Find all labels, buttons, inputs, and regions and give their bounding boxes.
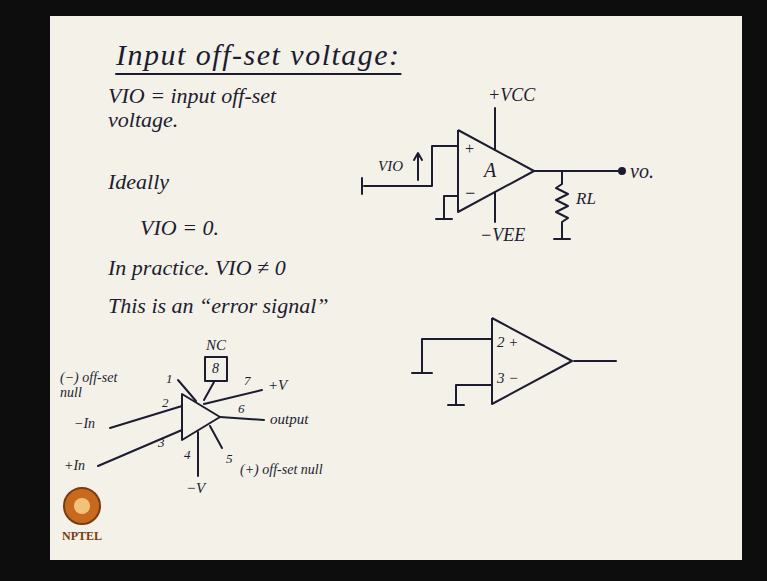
pin-box	[205, 357, 227, 381]
ground-symbol	[436, 218, 452, 220]
pin-label: (−) off-set null	[60, 370, 138, 401]
pin-number: 5	[226, 452, 233, 466]
ground-symbol	[554, 238, 570, 240]
pin-wire	[204, 382, 214, 400]
ground-symbol	[361, 178, 363, 194]
note-text: Ideally	[108, 170, 169, 194]
input-wire	[456, 385, 492, 404]
logo-mark	[74, 498, 90, 514]
pin-number: 2	[162, 396, 169, 410]
opamp-outline	[492, 318, 572, 404]
title-underline	[116, 73, 401, 75]
pin-wire	[98, 430, 182, 466]
pin-label: −In	[74, 416, 95, 431]
pin-number: 7	[244, 374, 251, 388]
opamp-outline	[458, 130, 534, 212]
signal-label: VIO	[378, 158, 403, 175]
pin-number: 8	[212, 361, 219, 376]
output-wire	[574, 360, 616, 362]
supply-wire	[494, 108, 496, 150]
pin-label: +V	[268, 377, 287, 394]
pin-wire	[110, 406, 182, 428]
opamp-terminal-label: −	[464, 184, 476, 204]
page-title: Input off-set voltage:	[116, 38, 401, 71]
input-wire	[422, 339, 492, 372]
pin-number: 3	[158, 436, 165, 450]
output-dot	[619, 168, 625, 174]
arrow-head	[414, 153, 422, 160]
supply-wire	[494, 192, 496, 222]
output-wire	[534, 170, 620, 172]
input-wire	[444, 196, 458, 218]
pin-number: 6	[238, 402, 245, 416]
input-wire	[364, 146, 458, 186]
pin-wire	[210, 426, 222, 448]
opamp-triangle: 2 + 3 −	[490, 316, 574, 406]
opamp-terminal-label: A	[484, 159, 496, 181]
note-text: This is an “error signal”	[108, 294, 328, 318]
pin-wire	[197, 432, 199, 476]
opamp-outline	[490, 316, 574, 406]
opamp-triangle: + −A	[456, 128, 536, 214]
pin-label: +In	[64, 458, 85, 473]
pin-label: NC	[206, 337, 226, 354]
ground-symbol	[448, 404, 464, 406]
logo-mark	[64, 488, 100, 524]
pin-wire	[204, 390, 262, 404]
opamp-terminal-label: +	[464, 140, 475, 158]
pin-wire	[220, 417, 264, 420]
pin-label: −V	[186, 480, 205, 497]
voltage-arrow	[417, 154, 419, 180]
note-text: VIO = 0.	[140, 216, 219, 240]
supply-label: +VCC	[488, 86, 535, 106]
pin-label: (+) off-set null	[240, 462, 332, 477]
logo-text: NPTEL	[62, 530, 102, 543]
pin-label: output	[270, 411, 308, 428]
pin-wire	[178, 380, 196, 401]
pin-number: 4	[184, 448, 191, 462]
supply-label: −VEE	[480, 226, 525, 246]
signal-label: vo.	[630, 160, 654, 182]
opamp-terminal-label: 3 −	[497, 370, 518, 387]
ground-symbol	[412, 372, 432, 374]
resistor-symbol	[556, 171, 568, 238]
note-text: VIO = input off-set voltage.	[108, 84, 323, 132]
pin-number: 1	[166, 372, 173, 386]
note-text: In practice. VIO ≠ 0	[108, 256, 286, 280]
opamp-terminal-label: 2 +	[497, 334, 518, 351]
part-label: RL	[576, 190, 596, 209]
